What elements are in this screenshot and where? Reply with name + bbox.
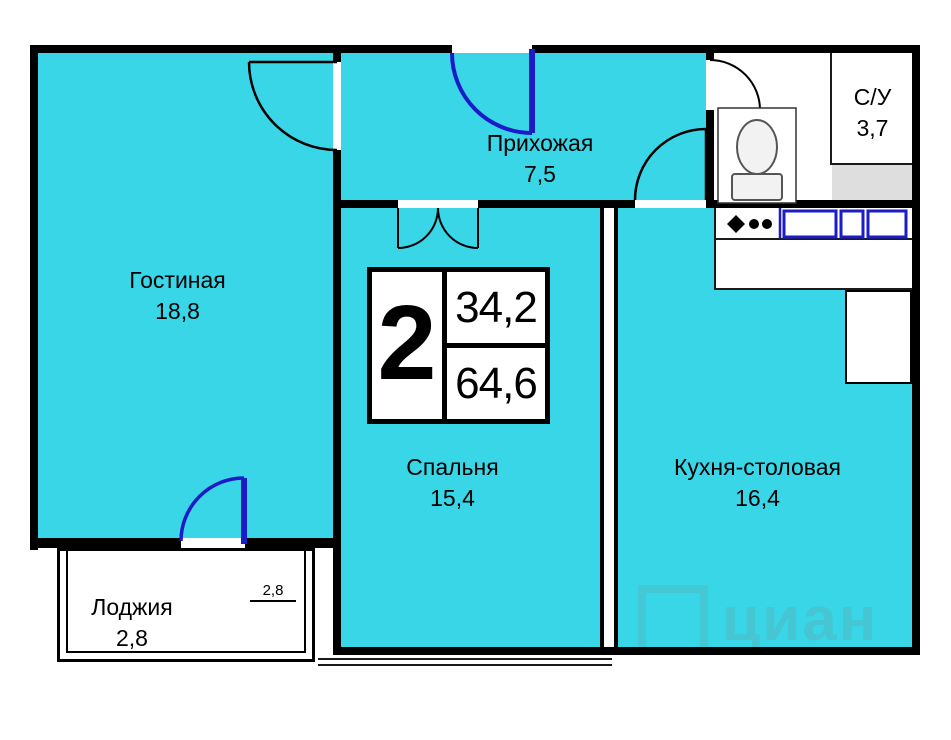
room-name: С/У [853,84,892,110]
badge-upper-area: 34,2 [455,282,538,332]
room-name: Лоджия [91,594,173,620]
room-label-bathroom: С/У 3,7 [835,82,910,144]
wall-bedroom-kitchen-b [614,200,618,647]
wall-living-loggia-left [38,538,181,548]
room-label-loggia: Лоджия 2,8 [62,592,202,654]
wall-living-hall-upper [333,53,341,62]
badge-divider-horizontal [447,343,545,348]
room-area: 16,4 [735,485,780,511]
room-area: 3,7 [856,115,889,141]
bathroom-shower-zone [832,165,912,200]
wall-hall-bedroom-right [478,200,635,208]
kitchen-counter-zone [714,208,912,288]
watermark: циан [638,584,878,655]
wall-hall-bath-lower [706,110,714,208]
loggia-outline [57,548,315,662]
wall-top-right [532,45,920,53]
balcony-rail-line1 [318,658,612,660]
wall-right [912,45,920,655]
wall-bottom [333,647,920,655]
dimension-label: 2,8 [250,582,296,602]
counter-edge-front [714,238,912,240]
bathroom-partition-line [830,53,832,165]
room-area: 7,5 [524,161,556,187]
area-badge: 2 34,2 64,6 [367,267,550,424]
badge-areas: 34,2 64,6 [447,272,545,419]
badge-divider-vertical [442,272,447,419]
room-area: 15,4 [430,485,475,511]
room-name: Спальня [406,454,499,480]
counter-edge-left [714,208,716,288]
wall-top-left [30,45,452,53]
bathroom-partition-line2 [830,163,912,165]
watermark-text: циан [722,585,879,654]
wall-living-hall-lower [333,150,341,647]
wall-hall-bath-upper [706,53,714,60]
badge-lower-area: 64,6 [455,358,538,408]
room-area: 18,8 [155,298,200,324]
room-label-kitchen: Кухня-столовая 16,4 [640,452,875,514]
room-area: 2,8 [116,625,148,651]
wall-living-loggia-right [245,538,333,548]
room-label-hallway: Прихожая 7,5 [455,128,625,190]
wall-hall-bedroom-left [341,200,398,208]
badge-room-count: 2 [377,283,437,402]
wall-bath-kitchen [706,200,920,208]
wall-left [30,45,38,550]
room-name: Гостиная [129,267,226,293]
watermark-logo-icon [638,584,708,655]
room-name: Прихожая [486,130,594,156]
room-label-bedroom: Спальня 15,4 [365,452,540,514]
room-label-living: Гостиная 18,8 [90,265,265,327]
counter-edge-bottom [714,288,912,290]
balcony-rail-line2 [318,664,612,666]
fridge-box [845,290,912,384]
wall-bedroom-kitchen-a [600,200,604,647]
room-name: Кухня-столовая [674,454,841,480]
loggia-inner-wall-line [66,551,306,653]
